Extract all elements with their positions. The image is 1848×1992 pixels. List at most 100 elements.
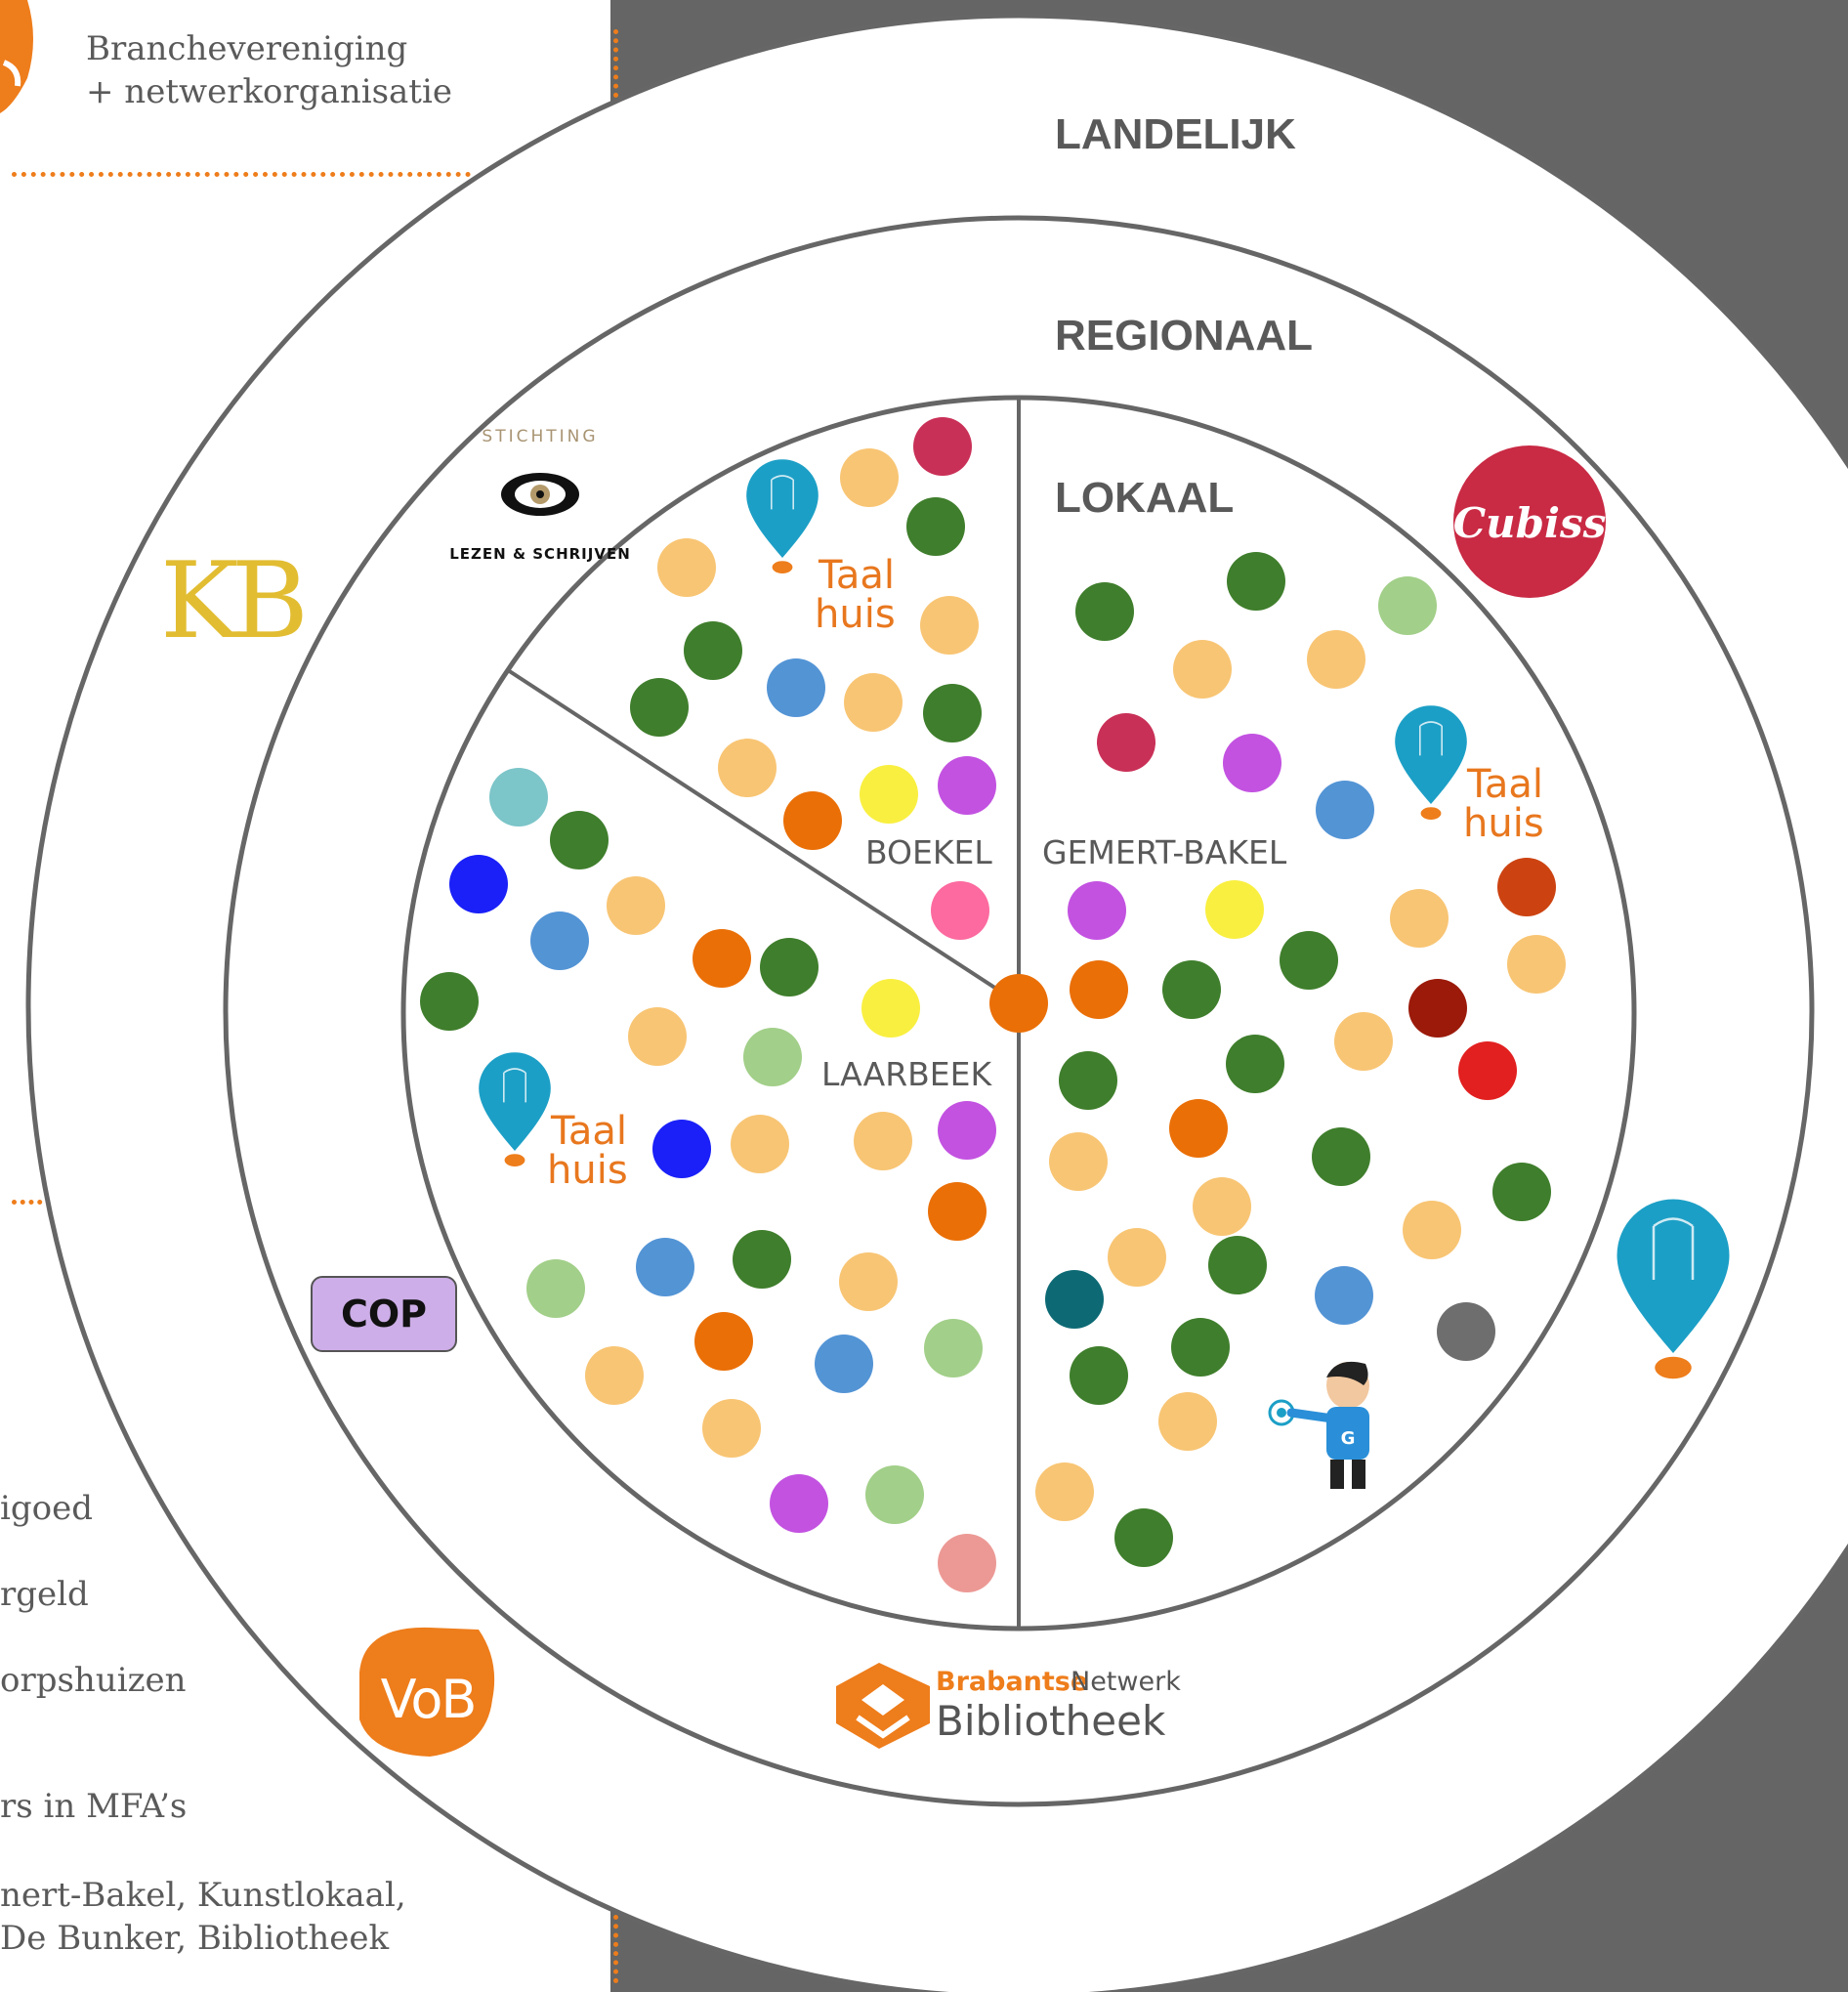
map-pin-base-icon [772,561,793,573]
organization-dot [607,876,665,935]
organization-dot [1437,1302,1495,1361]
map-pin-icon [479,1052,551,1151]
organization-dot [839,1252,898,1311]
organization-dot [1075,582,1134,641]
mascot-leg-left [1330,1460,1344,1489]
organization-dot [924,1319,983,1377]
organization-dot [770,1474,828,1533]
label-laarbeek: LAARBEEK [821,1055,992,1093]
organization-dot [860,765,918,824]
label-gemert-bakel: GEMERT-BAKEL [1042,833,1287,871]
organization-dot [1158,1392,1217,1451]
dotted-divider-vertical-top [613,29,624,98]
organization-dot [938,1534,996,1592]
organization-dot [783,791,842,850]
organization-dot [1173,640,1232,699]
divider-diagonal [506,668,1021,1005]
vob-logo-text: VoB [381,1669,476,1730]
taalhuis-logo [746,459,819,573]
mascot-arm [1286,1408,1337,1423]
cubiss-logo-circle [1453,445,1606,598]
organization-dot [1059,1051,1117,1110]
organization-dot [657,538,716,597]
organization-dot [920,596,979,655]
organization-dot [1097,713,1155,772]
stichting-logo-bottom-text: LEZEN & SCHRIJVEN [449,545,631,563]
label-landelijk: LANDELIJK [1055,110,1296,158]
taalhuis-text-huis: huis [547,1148,628,1193]
organization-dot [913,417,972,476]
label-boekel: BOEKEL [865,833,992,871]
organization-dot [861,979,920,1038]
organization-dot [420,972,479,1031]
organization-dot [1068,881,1126,940]
organization-dot [733,1230,791,1289]
taalhuis-text-huis: huis [815,592,896,637]
organization-dot [652,1120,711,1178]
organization-dot [760,938,819,996]
kb-logo: KB [160,540,303,662]
organization-dot [1315,1266,1373,1325]
center-hub-dot [989,974,1048,1033]
mascot-body [1326,1407,1369,1460]
organization-dot [1070,960,1128,1019]
mascot-leg-right [1352,1460,1365,1489]
map-pin-base-icon [1655,1356,1692,1379]
side-list-item: nert-Bakel, Kunstlokaal, [0,1876,406,1915]
organization-dot [928,1182,987,1241]
organization-dot [1390,889,1449,948]
eye-icon-pupil [536,490,544,498]
organization-dot [1169,1099,1228,1158]
vob-logo-shape [359,1627,495,1757]
cubiss-logo-text: Cubiss [1453,499,1607,547]
organization-dot [1205,880,1264,939]
cubiss-logo: Cubiss [1453,445,1607,598]
organization-dot [938,1101,996,1160]
map-pin-base-icon [1420,807,1442,820]
organization-dot [1280,931,1338,990]
organization-dot [1223,734,1281,792]
mascot-figure: G [1268,1361,1369,1489]
organization-dot [449,855,508,913]
organization-dot [1507,935,1566,994]
organization-dot [1070,1346,1128,1405]
taalhuis-text-taal: Taal [550,1109,627,1154]
organization-dot [844,673,903,732]
side-list-item: De Bunker, Bibliotheek [0,1919,390,1958]
organization-dot [1171,1318,1230,1377]
organization-dot [1307,630,1365,689]
map-pin-icon [746,459,819,558]
taalhuis-pin-large [1617,1199,1730,1379]
stichting-lezen-schrijven-logo: STICHTING LEZEN & SCHRIJVEN [449,427,631,564]
organization-dot [1208,1236,1267,1294]
map-pin-icon [1395,705,1467,804]
organization-dot [854,1112,912,1170]
dotted-divider-middle [12,1200,51,1205]
stichting-logo-ring [473,429,608,564]
organization-dot [694,1312,753,1371]
organization-dot [923,684,982,742]
people-icon [502,1068,527,1103]
taalhuis-logo [479,1052,551,1166]
organization-dot [906,497,965,556]
taalhuis-text-taal: Taal [818,553,895,598]
organization-dot [1497,858,1556,916]
stichting-logo-top-text: STICHTING [482,427,598,446]
map-pin-base-icon [504,1154,525,1166]
organization-dot [1403,1201,1461,1259]
label-regionaal: REGIONAAL [1055,312,1313,360]
organization-dot [1226,1035,1284,1093]
taalhuis-text-taal: Taal [1466,762,1543,807]
organization-dot [743,1028,802,1086]
brabantse-netwerk-bibliotheek-logo: Brabantse Netwerk Bibliotheek [836,1663,1181,1749]
mascot-letter: G [1341,1428,1356,1449]
organization-dot [693,929,751,988]
bibliotheek-logo-mark-chevron [856,1715,910,1739]
organization-dot [628,1007,687,1066]
organization-dot [1227,552,1285,611]
dotted-divider-vertical-bottom [613,1915,624,1983]
organization-dot [1049,1132,1108,1191]
organization-dot [684,621,742,680]
brand-logo-partial [0,0,33,113]
organization-dot [731,1115,789,1173]
